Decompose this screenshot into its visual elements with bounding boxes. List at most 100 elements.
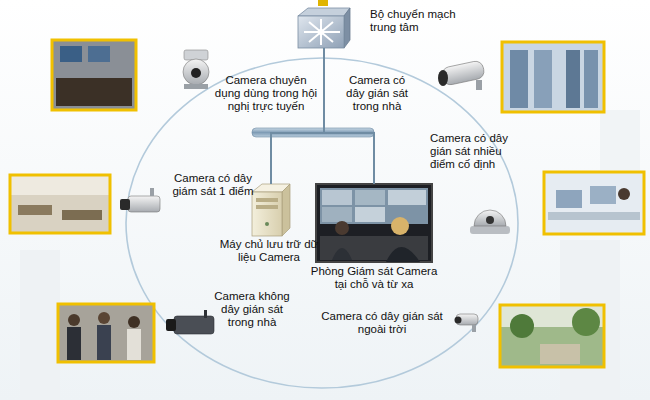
network-ring (126, 58, 518, 388)
photo-person (98, 312, 110, 324)
node-label: Camera chuyên dụng dùng trong hội nghị t… (212, 74, 320, 113)
photo-background (500, 305, 604, 367)
camera-lens (120, 199, 130, 210)
wireless-camera (166, 310, 214, 334)
camera-body (128, 196, 160, 212)
camera-top (184, 50, 208, 60)
operator-person (391, 217, 409, 235)
photo-rack (566, 50, 580, 108)
photo-desk (62, 210, 102, 220)
photo-frame (10, 175, 110, 233)
dome-camera (470, 210, 510, 234)
node-label: Camera có dây gián sát nhiều điểm cố địn… (430, 132, 508, 171)
camera-lens (438, 70, 448, 86)
camera-base (470, 226, 510, 234)
box-camera (120, 188, 160, 212)
photo-background (544, 172, 644, 234)
meeting-photo (52, 40, 136, 110)
uplink-connector (318, 0, 328, 6)
node-label: Camera có dây gián sát trong nhà (340, 74, 414, 113)
photo-frame (544, 172, 644, 234)
camera-node: Camera có dây gián sát ngoài trời (454, 312, 480, 332)
photo-frame (58, 304, 154, 362)
server-front (252, 192, 282, 236)
photo-person (127, 329, 141, 360)
switch-arrow (309, 22, 333, 42)
office-photo (10, 175, 110, 233)
camera-mount (472, 325, 476, 332)
photo-desk (18, 205, 52, 215)
workstation-photo (544, 172, 644, 234)
switch-front (298, 16, 344, 48)
camera-mount (476, 80, 482, 90)
photo-background (502, 42, 604, 112)
camera-body (174, 316, 214, 334)
network-link (271, 48, 324, 184)
server-side (282, 184, 290, 236)
server-room-photo (502, 42, 604, 112)
photo-person (97, 325, 111, 360)
operator-person (332, 248, 352, 260)
video-screen (388, 190, 426, 205)
operator-person (386, 247, 420, 262)
photo-background (10, 175, 110, 233)
server-bay (256, 205, 278, 209)
photo-background (58, 304, 154, 362)
switch-star (304, 19, 340, 45)
photo-person (128, 316, 140, 328)
switch-side (344, 8, 350, 48)
video-wall (320, 188, 428, 224)
camera-dome (474, 210, 506, 226)
server-led (265, 222, 269, 226)
node-label: Máy chủ lưu trữ dữ liệu Camera (214, 238, 324, 264)
photo-rack (510, 50, 528, 108)
camera-lens (486, 216, 494, 224)
photo-tree (572, 308, 600, 336)
camera-node: Camera không dây gián sát trong nhà (166, 310, 216, 336)
photo-person (618, 188, 630, 200)
network-bus (252, 128, 374, 137)
photo-person (68, 314, 80, 326)
camera-lens (455, 317, 462, 324)
photo-tree (510, 314, 534, 338)
switch-hub (318, 29, 324, 35)
switch-node: Bộ chuyển mạch trung tâm (298, 8, 350, 48)
garden-photo (500, 305, 604, 367)
switch-top (298, 8, 350, 16)
camera-antenna (204, 310, 207, 318)
monitor-room-photo (316, 184, 432, 262)
photo-monitor (590, 186, 616, 204)
photo-rack (534, 50, 552, 108)
video-screen (322, 207, 352, 222)
camera-node: Camera chuyên dụng dùng trong hội nghị t… (182, 50, 210, 90)
node-label: Phòng Giám sát Camera tại chỗ và từ xa (310, 265, 438, 291)
node-label: Camera không dây gián sát trong nhà (210, 290, 294, 329)
bullet-camera (438, 60, 485, 90)
camera-node: Camera có dây gián sát trong nhà (436, 58, 486, 90)
network-link (324, 48, 374, 184)
node-label: Camera có dây gián sát ngoài trời (312, 310, 452, 336)
photo-frame (502, 42, 604, 112)
node-label: Camera có dây giám sát 1 điểm (168, 172, 258, 198)
video-screen (355, 207, 385, 222)
background-building (600, 110, 640, 170)
camera-mount (150, 188, 154, 196)
node-label: Bộ chuyển mạch trung tâm (370, 8, 464, 34)
ptz-camera (183, 50, 209, 89)
photo-table (56, 78, 132, 106)
photo-screen (88, 46, 110, 62)
camera-lens (166, 319, 176, 331)
switch-arrow (309, 22, 333, 42)
camera-dome (183, 59, 209, 85)
server-bay (256, 198, 278, 202)
outdoor-camera (455, 314, 479, 332)
photo-person (67, 327, 81, 360)
people-photo (58, 304, 154, 362)
photo-frame (52, 40, 136, 110)
photo-desk (548, 212, 640, 220)
photo-screen (60, 46, 82, 62)
server-node: Máy chủ lưu trữ dữ liệu Camera (252, 184, 290, 236)
